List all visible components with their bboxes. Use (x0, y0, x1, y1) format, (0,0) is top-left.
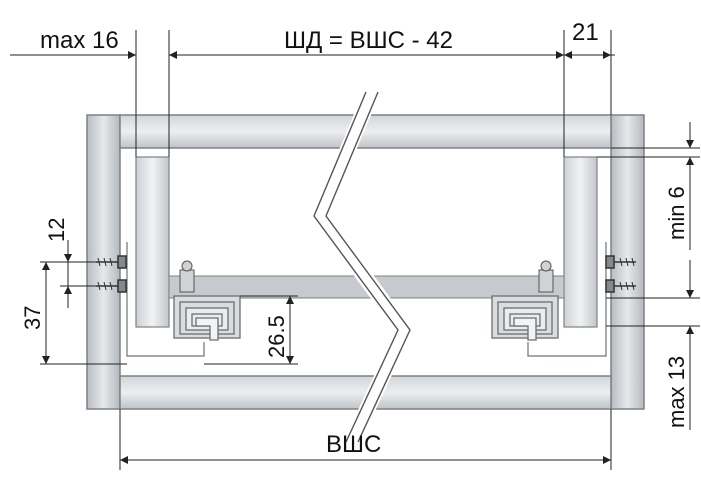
break-mark-edge-right (325, 91, 411, 443)
break-mark (310, 88, 414, 446)
label-drawer-width-formula: ШД = ВШС - 42 (284, 27, 453, 54)
runner-left-outline (126, 242, 205, 357)
runner-right-profile (491, 295, 559, 341)
cabinet-frame (86, 114, 645, 410)
screws-left (96, 255, 127, 293)
label-max-overhang: max 16 (40, 27, 119, 54)
drawer-right-side (563, 156, 598, 328)
pin-right (538, 260, 554, 293)
runner-left-profile (173, 295, 241, 341)
runner-right-outline (527, 242, 607, 357)
label-top-clearance: min 6 (664, 186, 689, 240)
dimension-lines (10, 30, 700, 470)
label-side-offset: 21 (572, 19, 599, 46)
label-runner-center: 26.5 (264, 315, 289, 358)
label-screw-spacing: 12 (44, 218, 69, 242)
break-mark-edge-left (313, 91, 399, 443)
label-runner-height: 37 (20, 306, 45, 330)
pin-left (179, 260, 195, 293)
screws-right (605, 255, 636, 293)
label-bottom-clearance: max 13 (664, 356, 689, 428)
drawer-left-side (135, 156, 170, 328)
label-cabinet-inner-width: ВШС (326, 431, 381, 458)
